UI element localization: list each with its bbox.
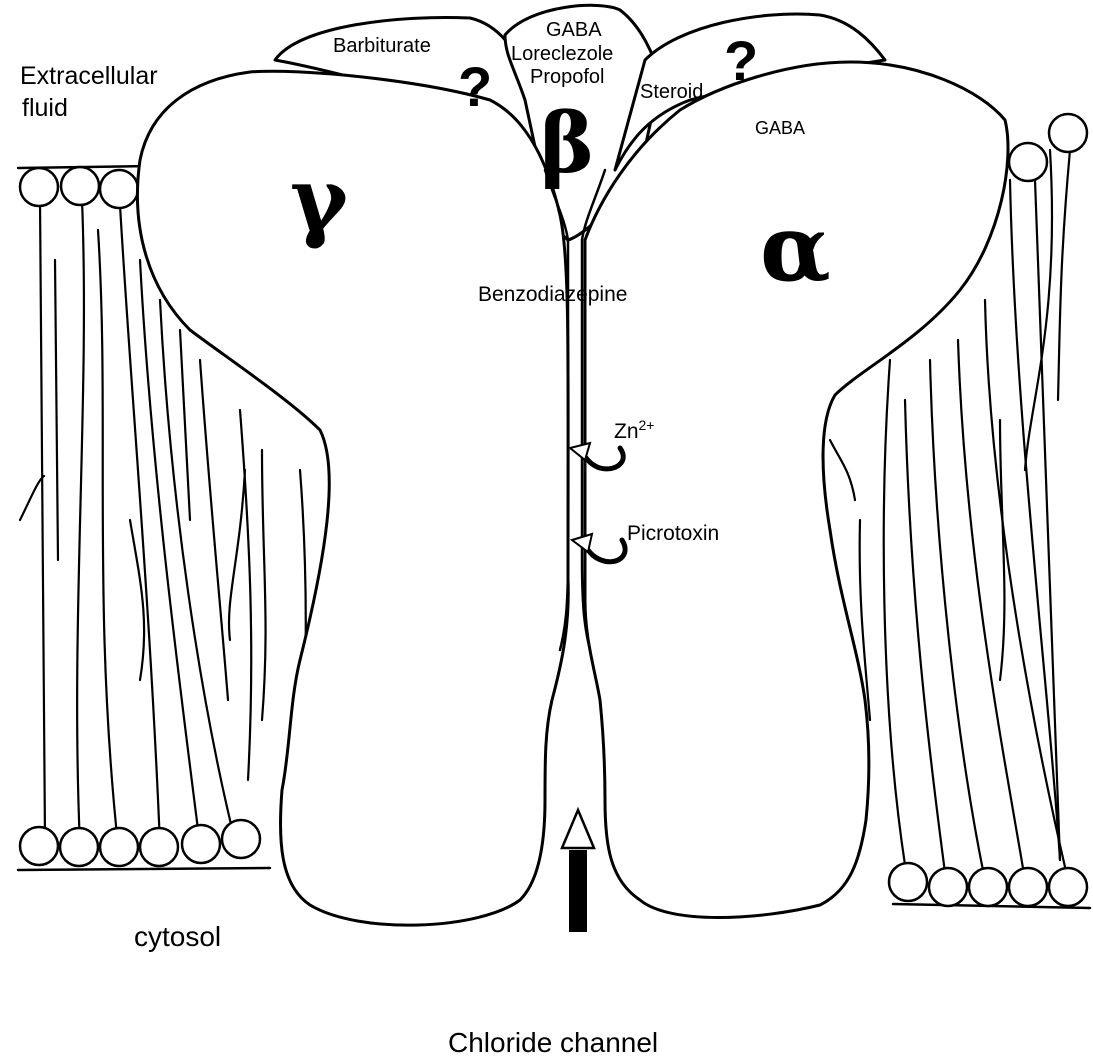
cytosol-label: cytosol	[134, 921, 221, 952]
chloride-channel-label: Chloride channel	[448, 1027, 658, 1058]
lipid-head	[182, 825, 220, 863]
gamma-label: γ	[290, 147, 349, 251]
alpha-label: α	[760, 194, 831, 302]
gaba-alpha-label: GABA	[755, 118, 805, 138]
picrotoxin-label: Picrotoxin	[627, 522, 719, 545]
lipid-head	[889, 863, 927, 901]
barbiturate-unknown-mark: ?	[458, 55, 492, 118]
barbiturate-label: Barbiturate	[333, 35, 431, 57]
chloride-arrowhead	[562, 810, 594, 848]
alpha-subunit	[585, 62, 1008, 918]
lipid-head	[969, 868, 1007, 906]
lipid-head	[222, 820, 260, 858]
lipid-head	[100, 828, 138, 866]
lipid-head	[1009, 143, 1047, 181]
zinc-charge: 2+	[639, 417, 655, 433]
propofol-label: Propofol	[530, 66, 605, 88]
steroid-unknown-mark: ?	[724, 29, 758, 92]
gaba-top-label: GABA	[546, 19, 602, 41]
lipid-head	[140, 828, 178, 866]
left-lipid-heads-top	[20, 167, 138, 208]
chloride-arrow-icon	[562, 810, 594, 932]
steroid-label: Steroid	[640, 81, 703, 103]
lipid-head	[1009, 868, 1047, 906]
beta-label: β	[540, 96, 594, 192]
lipid-head	[61, 167, 99, 205]
right-lipid-heads-top	[1009, 114, 1087, 181]
benzodiazepine-label: Benzodiazepine	[478, 283, 627, 306]
lipid-head	[100, 170, 138, 208]
chloride-arrow-shaft	[569, 850, 587, 932]
lipid-head	[1049, 868, 1087, 906]
left-membrane-bottom-line	[18, 868, 270, 870]
right-lipid-heads-bottom	[889, 863, 1087, 906]
lipid-head	[929, 868, 967, 906]
left-lipid-heads-bottom	[20, 820, 260, 866]
lipid-head	[60, 828, 98, 866]
gamma-subunit	[137, 71, 568, 925]
lipid-head	[20, 168, 58, 206]
lipid-head	[20, 827, 58, 865]
loreclezole-label: Loreclezole	[511, 43, 613, 65]
extracellular-label: Extracellular	[20, 62, 158, 90]
extracellular-label-fluid: fluid	[22, 94, 68, 122]
lipid-head	[1049, 114, 1087, 152]
